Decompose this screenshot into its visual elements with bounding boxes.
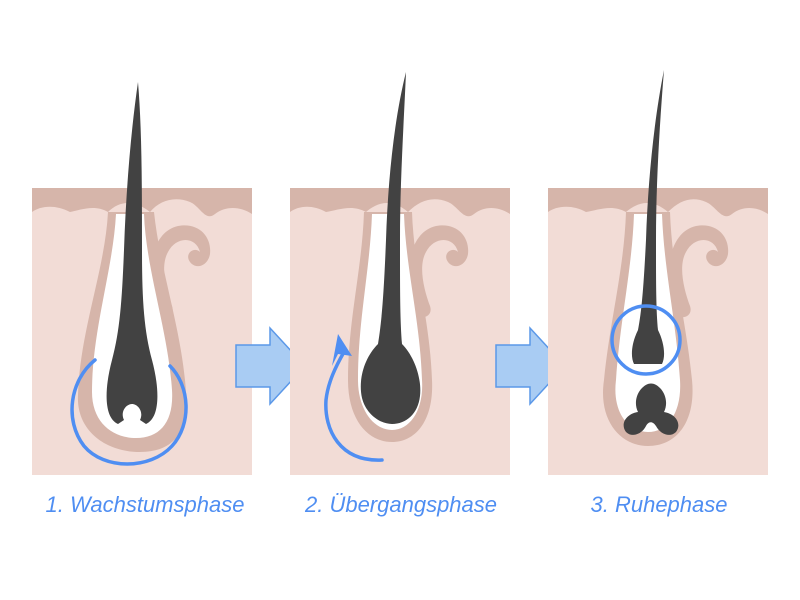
phase-label-transition: 2. Übergangsphase: [304, 492, 498, 517]
arrow-right-icon: [235, 326, 307, 406]
phase-panel-growth: [32, 82, 252, 475]
phase-panel-transition: [290, 72, 510, 475]
hair-shaft: [106, 82, 158, 424]
arrow-right-icon: [495, 326, 567, 406]
epidermis-band: [548, 188, 768, 217]
sebaceous-gland: [408, 225, 469, 318]
epidermis-band: [32, 188, 252, 217]
hair-shaft: [360, 72, 421, 424]
phase-panel-rest: [548, 70, 768, 475]
growth-circle-marker: [70, 358, 188, 466]
circle-highlight-icon: [610, 304, 682, 376]
curved-arrow-icon: [324, 350, 384, 462]
hair-shaft: [631, 70, 665, 364]
curved-arrow-head: [332, 334, 352, 366]
sebaceous-gland: [668, 225, 729, 318]
phase-label-growth: 1. Wachstumsphase: [45, 492, 245, 517]
dermal-papilla: [623, 383, 679, 435]
phase-label-rest: 3. Ruhephase: [590, 492, 728, 517]
